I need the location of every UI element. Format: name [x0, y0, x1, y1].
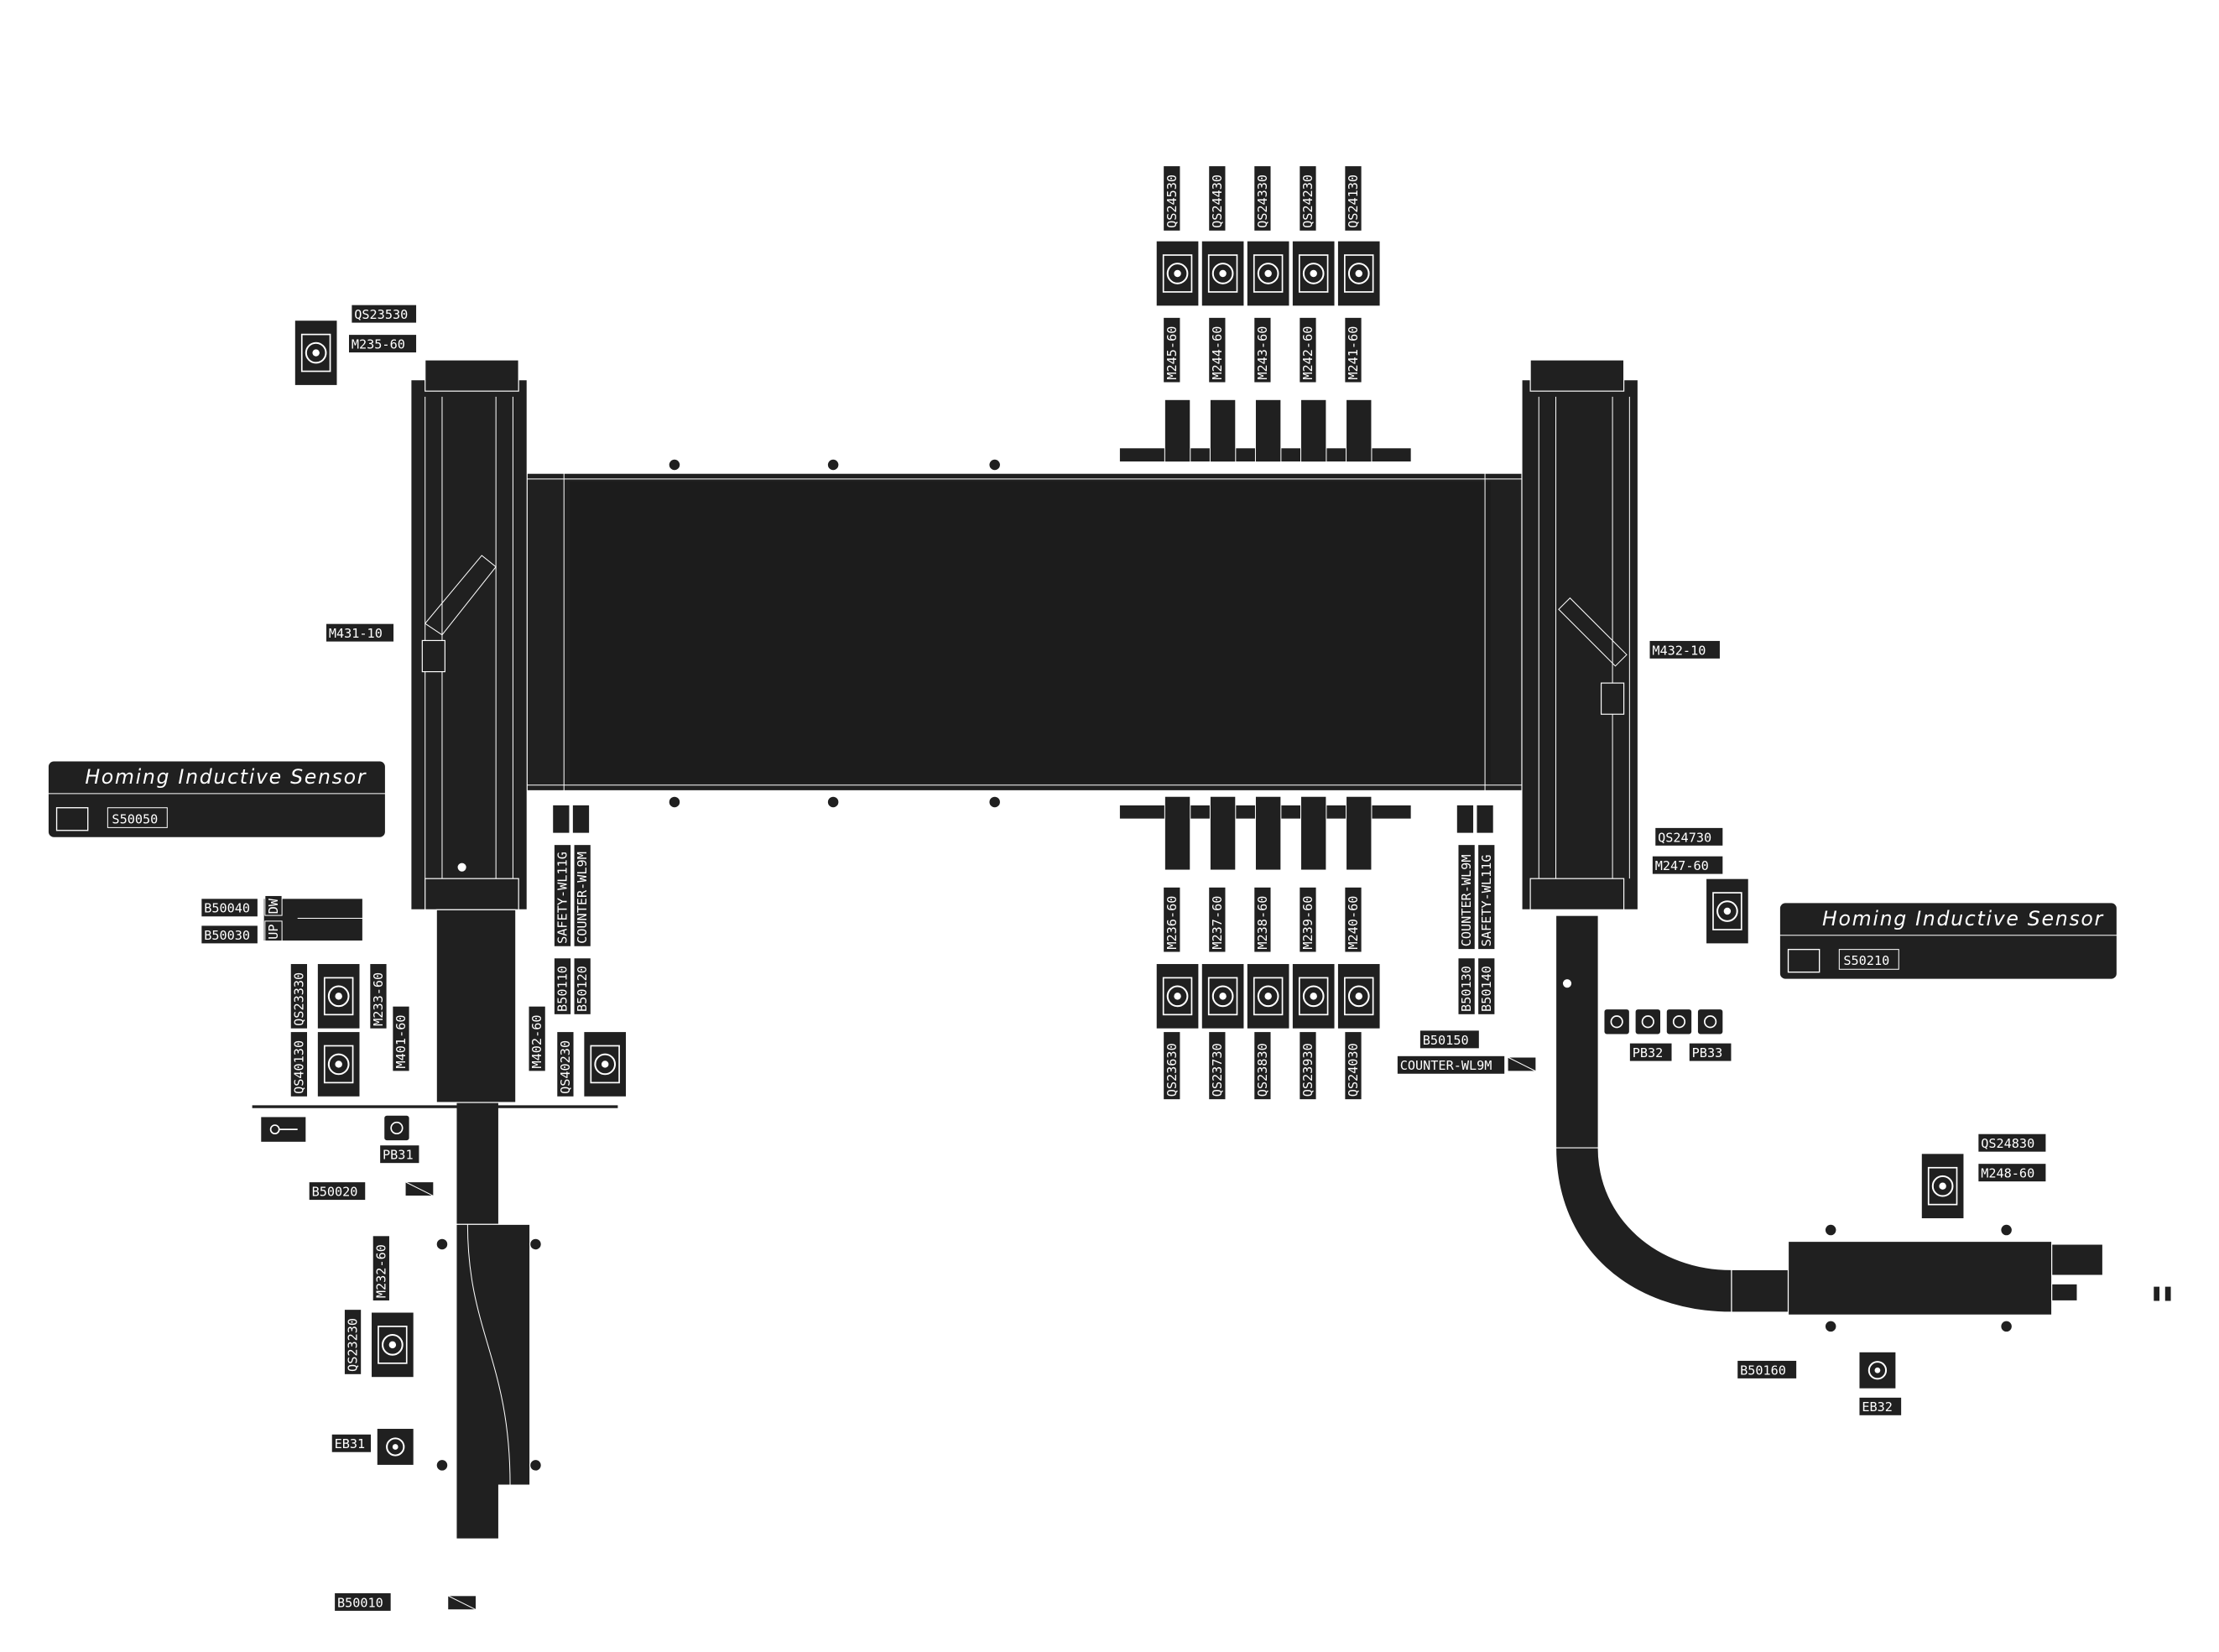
tag-label: COUNTER-WL9M — [1400, 1058, 1492, 1073]
tag-label: B50160 — [1740, 1363, 1786, 1378]
tag-label: PB31 — [383, 1148, 414, 1163]
tag-label: M239-60 — [1300, 896, 1315, 950]
tag-label: M233-60 — [371, 972, 386, 1026]
tag-label: QS24530 — [1164, 175, 1180, 228]
tag-label: M235-60 — [352, 336, 405, 352]
info-box-title: Homing Inductive Sensor — [1822, 907, 2104, 930]
tag-label: PB33 — [1692, 1045, 1723, 1061]
tag-label: QS24130 — [1346, 175, 1361, 228]
tag-label: M247-60 — [1655, 858, 1709, 873]
tag-label: M237-60 — [1210, 896, 1225, 950]
tag-label: B50010 — [337, 1595, 383, 1610]
tag-label: QS23730 — [1210, 1043, 1225, 1097]
tag-label: QS24830 — [1981, 1136, 2034, 1151]
tag-label: B50130 — [1459, 966, 1474, 1012]
tag-label: M240-60 — [1346, 896, 1361, 950]
tag-label: SAFETY-WL11G — [555, 852, 570, 944]
tag-label: B50140 — [1479, 966, 1494, 1012]
key-switch-icon — [260, 1116, 307, 1143]
tag-label: M241-60 — [1346, 326, 1361, 380]
tag-label: UP — [266, 925, 281, 940]
sensor-label: S50050 — [112, 811, 158, 826]
tag-label: PB32 — [1633, 1045, 1664, 1061]
tag-label: QS40130 — [291, 1040, 306, 1094]
sensor-label: S50210 — [1843, 953, 1889, 968]
tag-label: B50120 — [575, 966, 590, 1012]
emergency-stop-icon — [376, 1351, 1897, 1466]
tag-label: M242-60 — [1300, 326, 1315, 380]
top-drive-row — [1118, 399, 1412, 463]
tag-label: B50110 — [555, 966, 570, 1012]
tag-label: M236-60 — [1164, 896, 1180, 950]
device-labels: QS23530 M235-60 M431-10 M432-10 B50040 B… — [201, 304, 2047, 1612]
tag-label: COUNTER-WL9M — [1459, 855, 1474, 947]
tag-label: QS24730 — [1658, 830, 1711, 845]
tag-label: M245-60 — [1164, 326, 1180, 380]
tag-label: QS23530 — [354, 307, 408, 322]
tag-label: DW — [266, 898, 281, 914]
left-transfer-unit — [410, 359, 528, 910]
right-curve-conveyor — [1555, 915, 2171, 1333]
tag-label: EB31 — [335, 1436, 366, 1451]
tag-label: B50040 — [204, 901, 250, 916]
tag-label: M232-60 — [373, 1244, 388, 1298]
tag-label: QS23930 — [1300, 1043, 1315, 1097]
tag-label: M243-60 — [1255, 326, 1270, 380]
device-labels-vertical: QS24530 QS24430 QS24330 QS24230 QS24130 … — [264, 165, 1496, 1375]
bottom-drive-row — [1118, 795, 1412, 871]
tag-label: QS24030 — [1346, 1043, 1361, 1097]
tag-label: QS23630 — [1164, 1043, 1180, 1097]
tag-label: M432-10 — [1652, 643, 1706, 658]
tag-label: QS23830 — [1255, 1043, 1270, 1097]
tag-label: QS24430 — [1210, 175, 1225, 228]
tag-label: B50150 — [1423, 1033, 1469, 1048]
left-exit-conveyor — [252, 909, 618, 1540]
tag-label: QS40230 — [558, 1040, 573, 1094]
info-box-right: Homing Inductive Sensor S50210 — [1779, 902, 2117, 980]
tag-label: B50030 — [204, 928, 250, 943]
tag-label: COUNTER-WL9M — [575, 852, 590, 944]
tag-label: QS23330 — [291, 972, 306, 1026]
info-box-left: Homing Inductive Sensor S50050 — [47, 760, 386, 838]
right-transfer-unit — [1521, 347, 1639, 910]
tag-label: M238-60 — [1255, 896, 1270, 950]
tag-label: QS23230 — [346, 1318, 361, 1372]
tag-label: QS24230 — [1300, 175, 1315, 228]
tag-label: M244-60 — [1210, 326, 1225, 380]
tag-label: M248-60 — [1981, 1166, 2034, 1181]
main-conveyor — [520, 458, 1531, 809]
tag-label: SAFETY-WL11G — [1479, 855, 1494, 947]
tag-label: M431-10 — [329, 626, 383, 641]
tag-label: QS24330 — [1255, 175, 1270, 228]
info-box-title: Homing Inductive Sensor — [85, 765, 367, 789]
tag-label: M402-60 — [529, 1014, 544, 1068]
tag-label: EB32 — [1862, 1399, 1893, 1415]
tag-label: B50020 — [312, 1185, 358, 1200]
tag-label: M401-60 — [393, 1014, 409, 1068]
